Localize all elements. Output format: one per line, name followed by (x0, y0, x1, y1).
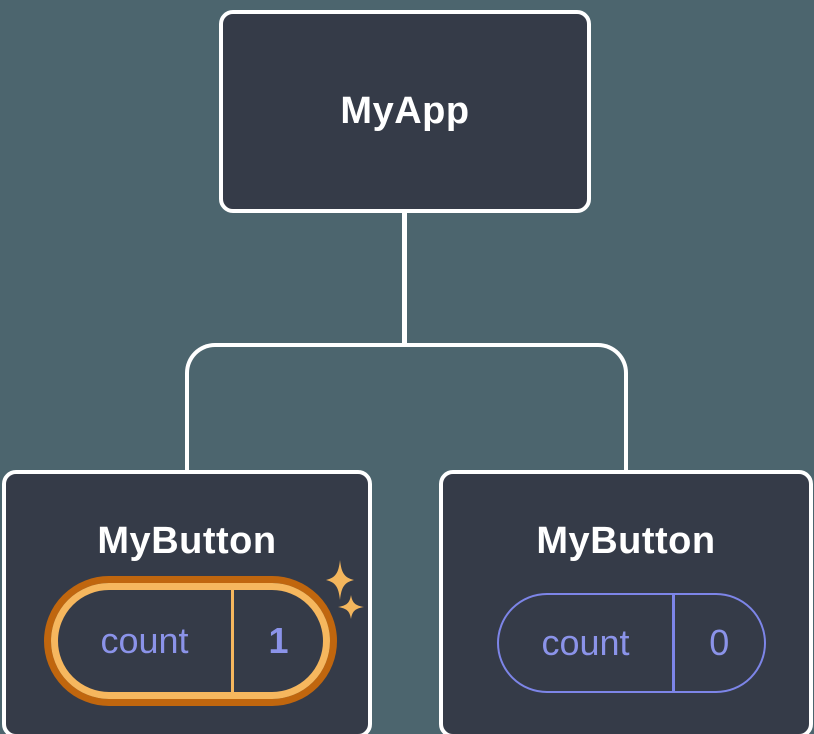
sparkle-icon-small (338, 595, 364, 619)
child-node-left-label: MyButton (97, 520, 277, 562)
state-name-label-right: count (541, 622, 630, 663)
connector-branch (185, 343, 628, 474)
state-pill-highlight-ring: count 1 (44, 576, 337, 706)
root-node-card: MyApp (219, 10, 591, 213)
state-pill-right: count 0 (497, 593, 766, 693)
child-node-right-label: MyButton (536, 520, 716, 562)
child-node-left-card: MyButton count 1 (2, 470, 372, 734)
state-name-label-left: count (100, 620, 189, 661)
connector-stem (402, 209, 407, 347)
root-node-label: MyApp (340, 90, 470, 132)
sparkle-icon-large (326, 560, 354, 600)
pill-divider-right (672, 595, 675, 691)
state-pill-left: count 1 (51, 583, 330, 699)
state-value-left: 1 (268, 620, 289, 661)
pill-divider-left (231, 590, 234, 692)
state-value-right: 0 (709, 622, 730, 663)
child-node-right-card: MyButton count 0 (439, 470, 813, 734)
